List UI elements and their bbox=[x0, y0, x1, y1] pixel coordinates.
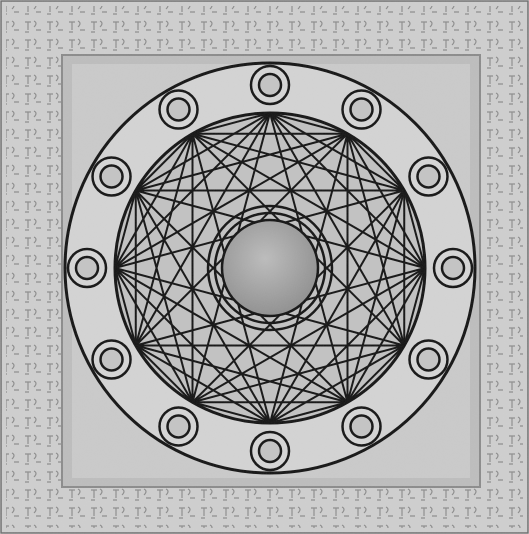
tablet-artwork bbox=[0, 0, 529, 534]
engraved-tablet-scene bbox=[0, 0, 529, 534]
